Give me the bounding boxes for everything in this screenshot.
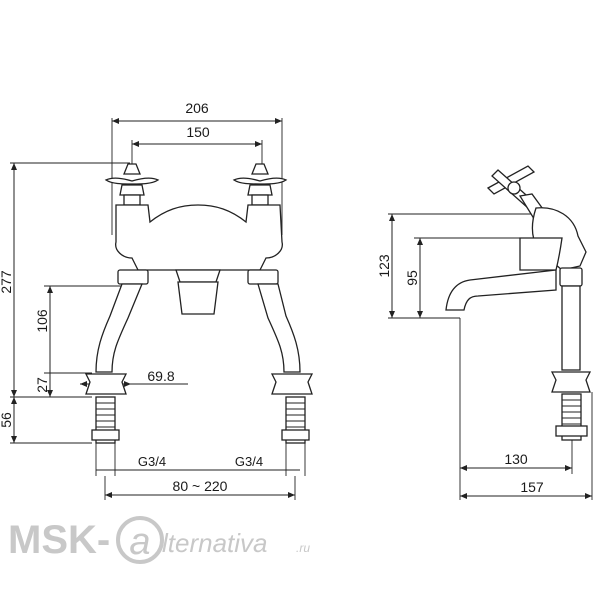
- left-cross-handle: [104, 163, 160, 206]
- flange-height-label: 27: [34, 377, 50, 393]
- spout-height-label: 95: [404, 270, 420, 286]
- dim-spout-height: 95: [404, 237, 540, 318]
- right-cross-handle: [232, 163, 288, 206]
- side-shank: [555, 393, 588, 441]
- front-view: 206 150 277 106: [0, 100, 314, 500]
- height-upper-label: 123: [376, 254, 392, 278]
- right-flange: [270, 373, 314, 395]
- dim-centers-upper: 150: [131, 124, 263, 165]
- dim-flange-height: 27: [34, 372, 92, 397]
- left-nut: [117, 269, 149, 285]
- height-overall-label: 277: [0, 270, 14, 294]
- thread-right-label: G3/4: [235, 454, 263, 469]
- dim-shank-length: 56: [0, 397, 92, 444]
- watermark-suffix: lternativa: [162, 528, 268, 558]
- dim-spout-reach: 130: [459, 318, 573, 500]
- side-cross-handle: [486, 165, 549, 223]
- right-shank: [281, 396, 310, 444]
- watermark-logo: MSK- a lternativa .ru: [8, 516, 310, 564]
- side-flange: [550, 371, 592, 393]
- watermark-letter: a: [129, 521, 150, 563]
- dim-width-overall: 206: [111, 100, 283, 235]
- dim-depth-overall: 157: [460, 392, 593, 500]
- width-overall-label: 206: [185, 100, 209, 116]
- watermark-tld: .ru: [296, 541, 310, 555]
- centers-upper-label: 150: [186, 124, 210, 140]
- side-nut: [559, 267, 583, 287]
- spout-reach-label: 130: [504, 451, 528, 467]
- height-lower-label: 106: [34, 309, 50, 333]
- right-leg: [257, 283, 301, 373]
- centers-range-label: 80 ~ 220: [173, 478, 228, 494]
- shank-length-label: 56: [0, 412, 14, 428]
- right-nut: [247, 269, 279, 285]
- side-view: 123 95: [376, 165, 593, 500]
- flange-diameter-label: 69.8: [147, 368, 174, 384]
- depth-overall-label: 157: [520, 479, 544, 495]
- dim-threads: G3/4 G3/4: [95, 443, 306, 476]
- tap-body-bridge: [115, 204, 283, 315]
- thread-left-label: G3/4: [138, 454, 166, 469]
- side-tap-body: [445, 207, 587, 371]
- dim-centers-range: 80 ~ 220: [104, 476, 296, 500]
- dim-height-overall: 277: [0, 162, 130, 398]
- dim-height-upper: 123: [376, 213, 532, 319]
- left-flange: [84, 373, 128, 395]
- left-leg: [95, 283, 143, 373]
- left-shank: [91, 396, 120, 444]
- watermark-prefix: MSK-: [8, 518, 110, 562]
